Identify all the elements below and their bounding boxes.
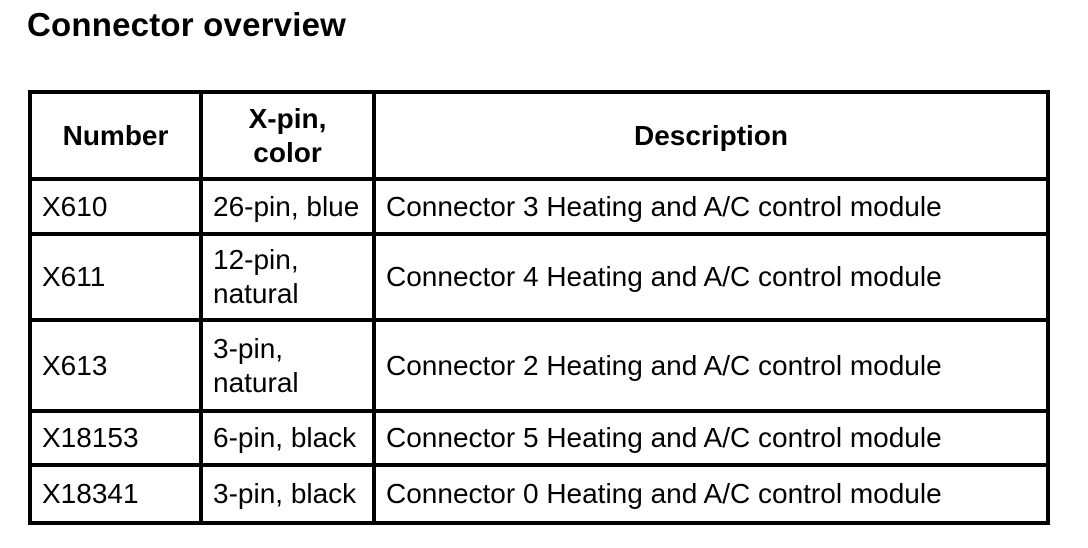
cell-number: X611 — [28, 232, 203, 322]
cell-description: Connector 2 Heating and A/C control modu… — [372, 318, 1050, 413]
cell-description: Connector 4 Heating and A/C control modu… — [372, 232, 1050, 322]
cell-pin-color: 6-pin, black — [199, 409, 376, 467]
cell-description: Connector 0 Heating and A/C control modu… — [372, 463, 1050, 525]
col-header-number: Number — [28, 90, 203, 181]
table-header-row: Number X-pin, color Description — [28, 90, 1050, 181]
table-row: X611 12-pin, natural Connector 4 Heating… — [28, 232, 1050, 322]
cell-pin-color: 26-pin, blue — [199, 177, 376, 236]
col-header-pin-color: X-pin, color — [199, 90, 376, 181]
table-row: X613 3-pin, natural Connector 2 Heating … — [28, 318, 1050, 413]
cell-number: X610 — [28, 177, 203, 236]
cell-number: X18341 — [28, 463, 203, 525]
col-header-description: Description — [372, 90, 1050, 181]
table-row: X18341 3-pin, black Connector 0 Heating … — [28, 463, 1050, 525]
cell-number: X18153 — [28, 409, 203, 467]
cell-number: X613 — [28, 318, 203, 413]
cell-description: Connector 3 Heating and A/C control modu… — [372, 177, 1050, 236]
cell-pin-color: 3-pin, natural — [199, 318, 376, 413]
cell-pin-color: 3-pin, black — [199, 463, 376, 525]
cell-description: Connector 5 Heating and A/C control modu… — [372, 409, 1050, 467]
table-row: X610 26-pin, blue Connector 3 Heating an… — [28, 177, 1050, 236]
table-row: X18153 6-pin, black Connector 5 Heating … — [28, 409, 1050, 467]
page-title: Connector overview — [27, 6, 347, 43]
connector-overview-table: Number X-pin, color Description X610 26-… — [28, 90, 1050, 525]
cell-pin-color: 12-pin, natural — [199, 232, 376, 322]
